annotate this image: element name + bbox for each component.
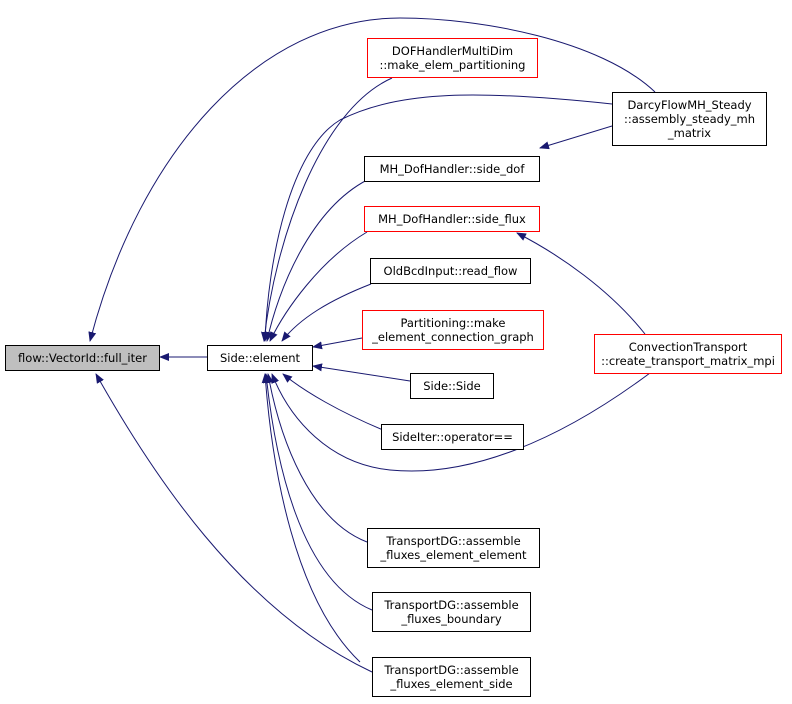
edge-read-flow-to-side-element [281, 283, 372, 342]
node-side-side[interactable]: Side::Side [410, 373, 494, 399]
edge-darcy-to-full-iter [88, 17, 656, 342]
node-partitioning-make-element-connection-graph[interactable]: Partitioning::make _element_connection_g… [362, 310, 544, 350]
edge-partitioning-to-side-element [312, 337, 363, 350]
node-side-element[interactable]: Side::element [207, 345, 313, 371]
edge-tdg-side-to-side-element [261, 373, 361, 663]
edge-sideiter-to-side-element [282, 373, 384, 431]
edge-tdg-elem-to-side-element [265, 373, 368, 543]
node-transportdg-fluxes-element-element[interactable]: TransportDG::assemble _fluxes_element_el… [367, 528, 540, 568]
node-full-iter[interactable]: flow::VectorId::full_iter [5, 345, 160, 371]
edge-tdg-side-to-full-iter [95, 373, 373, 673]
node-mh-dofhandler-side-dof[interactable]: MH_DofHandler::side_dof [364, 156, 540, 182]
node-transportdg-fluxes-boundary[interactable]: TransportDG::assemble _fluxes_boundary [372, 592, 531, 632]
node-darcy-assembly-steady-mh-matrix[interactable]: DarcyFlowMH_Steady ::assembly_steady_mh … [612, 92, 767, 146]
edge-darcy-to-side-element [261, 94, 613, 342]
edge-convection-to-side-element [271, 372, 651, 472]
node-sideiter-operator-eq[interactable]: SideIter::operator== [381, 424, 524, 450]
node-transportdg-fluxes-element-side[interactable]: TransportDG::assemble _fluxes_element_si… [372, 657, 531, 697]
edge-convection-to-side-flux [516, 232, 646, 335]
node-convection-create-transport-matrix-mpi[interactable]: ConvectionTransport ::create_transport_m… [594, 334, 782, 374]
edge-side-side-to-side-element [312, 363, 411, 382]
edge-darcy-to-side-dof [539, 125, 613, 150]
edge-side-flux-to-side-element [269, 231, 368, 342]
edge-dofhandler-to-side-element [261, 77, 393, 342]
edge-side-dof-to-side-element [264, 179, 368, 342]
edge-tdg-bound-to-side-element [262, 373, 373, 611]
node-dofhandler-make-elem-partitioning[interactable]: DOFHandlerMultiDim ::make_elem_partition… [367, 38, 538, 78]
node-mh-dofhandler-side-flux[interactable]: MH_DofHandler::side_flux [364, 206, 540, 232]
node-oldbcdinput-read-flow[interactable]: OldBcdInput::read_flow [370, 258, 531, 284]
